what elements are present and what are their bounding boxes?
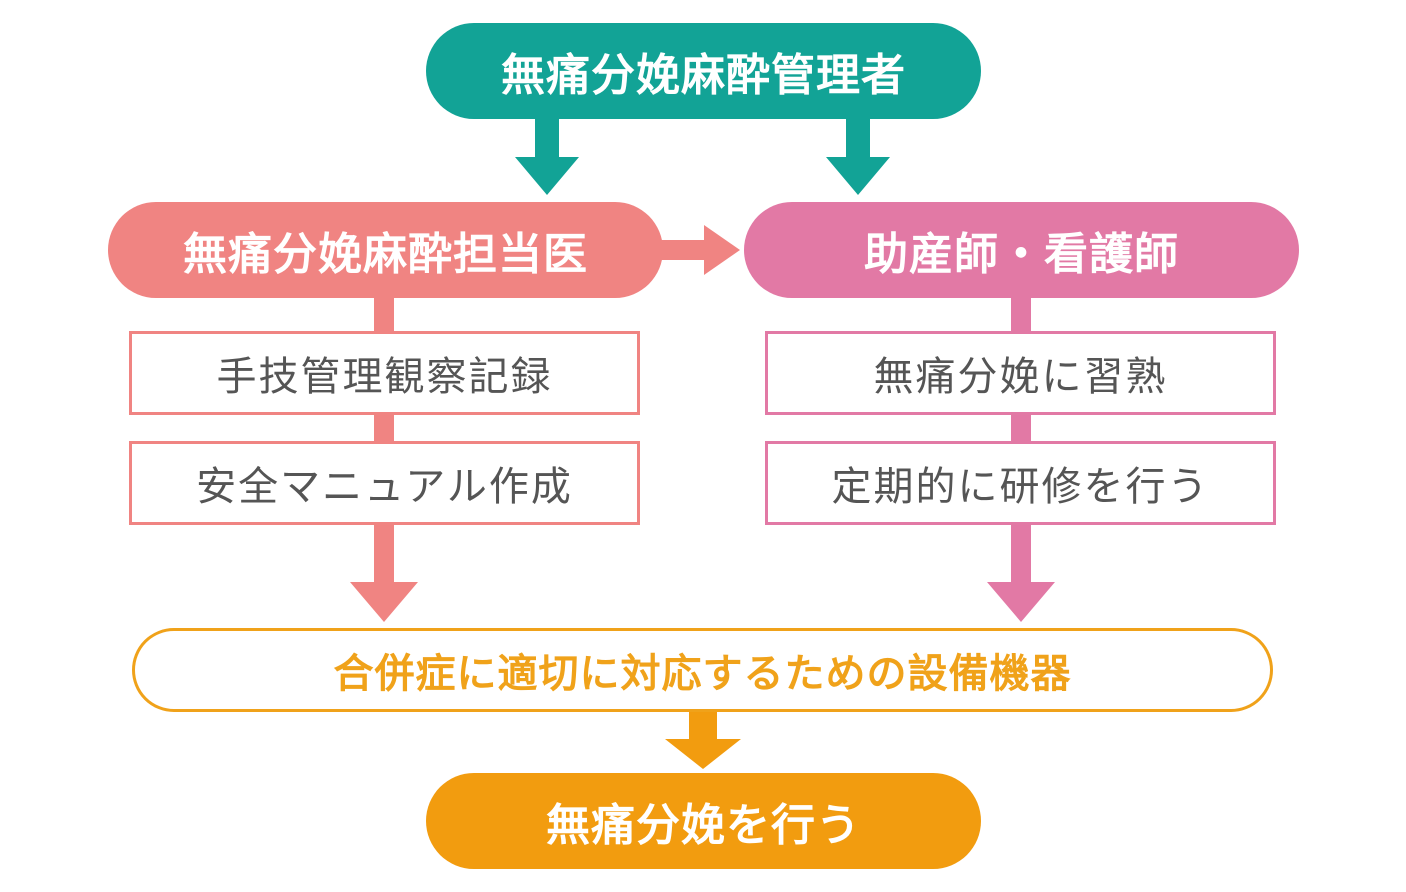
arrow-equipment-to-result-head: [665, 739, 741, 769]
doctor-task-label: 手技管理観察記録: [216, 354, 553, 400]
doctor-task-box: 手技管理観察記録: [129, 331, 640, 415]
arrow-admin-to-midwife-head: [826, 157, 890, 195]
arrow-admin-to-doctor-shaft: [535, 119, 559, 160]
arrow-doctor-to-midwife-shaft: [660, 240, 708, 260]
midwife-task-box: 定期的に研修を行う: [765, 441, 1276, 525]
doctor-task-label: 安全マニュアル作成: [196, 464, 573, 510]
arrow-doctor-to-equipment-head: [350, 582, 418, 622]
arrow-doctor-to-midwife-head: [704, 225, 740, 275]
anesthesia-manager-node: 無痛分娩麻酔管理者: [426, 23, 981, 119]
doctor-task-box: 安全マニュアル作成: [129, 441, 640, 525]
arrow-midwife-to-equipment-head: [987, 582, 1055, 622]
midwife-nurse-label: 助産師・看護師: [864, 229, 1179, 280]
midwife-task-label: 定期的に研修を行う: [831, 464, 1210, 510]
anesthesiologist-label: 無痛分娩麻酔担当医: [183, 229, 588, 280]
result-label: 無痛分娩を行う: [546, 800, 861, 851]
midwife-task-label: 無痛分娩に習熟: [873, 354, 1168, 400]
arrow-equipment-to-result-shaft: [689, 710, 717, 742]
arrow-admin-to-midwife-shaft: [846, 119, 870, 160]
anesthesia-manager-label: 無痛分娩麻酔管理者: [501, 50, 906, 101]
anesthesiologist-node: 無痛分娩麻酔担当医: [108, 202, 663, 298]
result-node: 無痛分娩を行う: [426, 773, 981, 869]
midwife-task-box: 無痛分娩に習熟: [765, 331, 1276, 415]
equipment-node: 合併症に適切に対応するための設備機器: [132, 628, 1273, 712]
midwife-nurse-node: 助産師・看護師: [744, 202, 1299, 298]
equipment-label: 合併症に適切に対応するための設備機器: [333, 651, 1072, 697]
arrow-admin-to-doctor-head: [515, 157, 579, 195]
